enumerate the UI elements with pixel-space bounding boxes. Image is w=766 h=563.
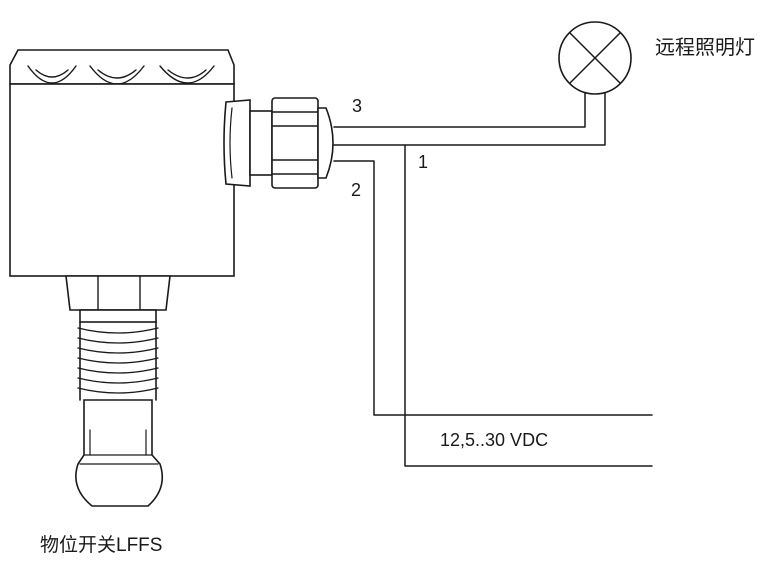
cable-gland [223,97,334,189]
wire-2 [333,160,653,416]
wire-1-label: 1 [418,152,428,172]
wire-3-label: 3 [352,96,362,116]
probe-tip [75,399,164,507]
lamp-label: 远程照明灯 [655,36,755,59]
wire-3 [333,91,586,128]
wire-lamp-return [333,91,606,146]
switch-label: 物位开关LFFS [40,534,162,556]
housing-body [9,83,235,277]
wire-2-label: 2 [351,180,361,200]
probe-thread [77,321,159,401]
supply-voltage-label: 12,5..30 VDC [440,430,548,450]
wires [333,91,653,467]
remote-lamp [558,21,632,95]
wire-1 [404,144,653,467]
level-switch-sensor [9,49,334,507]
hex-nut [65,275,171,311]
